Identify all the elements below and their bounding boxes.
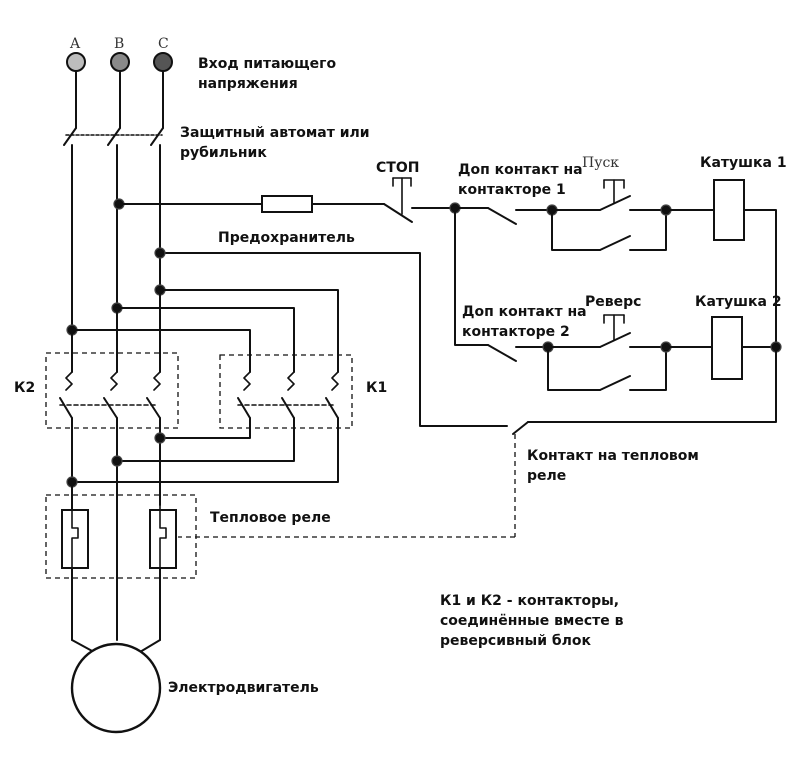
aux-contact-1-label: Доп контакт на контакторе 1	[458, 162, 587, 198]
motor	[70, 639, 162, 734]
control-circuit	[113, 177, 782, 538]
power-wiring	[66, 284, 339, 373]
terminal-c	[153, 52, 173, 72]
phase-label-b: B	[114, 36, 124, 52]
motor-symbol	[70, 642, 162, 734]
fuse-symbol	[261, 195, 313, 213]
contactor-k2	[45, 352, 179, 429]
power-input-terminals: A B C	[66, 36, 173, 72]
contactor-note: К1 и К2 - контакторы, соединённые вместе…	[440, 593, 628, 649]
coil-2-label: Катушка 2	[695, 294, 782, 310]
aux-contact-2-label: Доп контакт на контакторе 2	[462, 304, 591, 340]
start-label: Пуск	[582, 155, 619, 171]
contactor-k1	[219, 354, 353, 429]
breaker-label: Защитный автомат или рубильник	[180, 125, 374, 161]
k2-label: К2	[14, 380, 35, 396]
terminal-a	[66, 52, 86, 72]
phase-label-a: A	[69, 36, 81, 52]
main-power-lines	[63, 70, 164, 331]
fuse-label: Предохранитель	[218, 230, 355, 246]
input-label: Вход питающего напряжения	[198, 56, 341, 92]
reversing-crossover	[66, 417, 339, 641]
coil-2-symbol	[711, 316, 743, 380]
thermal-relay	[45, 481, 197, 641]
k1-label: К1	[366, 380, 387, 396]
stop-label: СТОП	[376, 160, 419, 176]
thermal-relay-label: Тепловое реле	[210, 510, 331, 526]
coil-1-label: Катушка 1	[700, 155, 787, 171]
phase-label-c: C	[158, 36, 169, 52]
reverse-label: Реверс	[585, 294, 641, 310]
motor-label: Электродвигатель	[168, 680, 319, 696]
terminal-b	[110, 52, 130, 72]
thermal-contact-label: Контакт на тепловом реле	[527, 448, 704, 484]
coil-1-symbol	[713, 179, 745, 241]
